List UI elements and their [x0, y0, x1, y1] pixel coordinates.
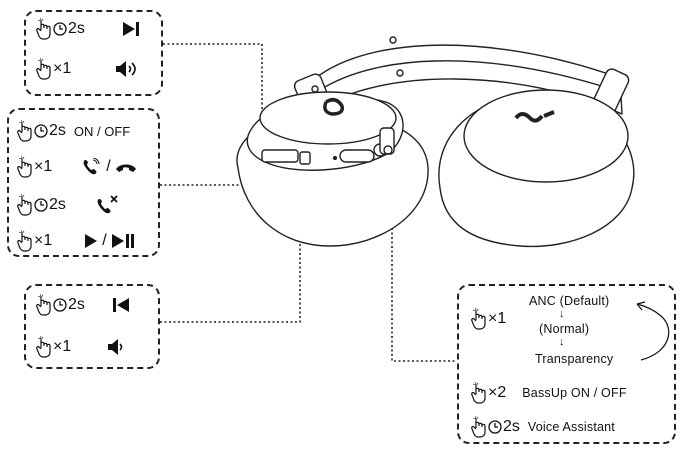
gesture-label: ×1	[53, 60, 72, 77]
normal-mode-label: (Normal)	[539, 322, 590, 336]
hand-press-icon	[17, 120, 32, 142]
play-icon	[85, 234, 98, 248]
next-track-icon	[122, 22, 139, 36]
gesture-hold: 2s	[36, 18, 85, 40]
control-row-bassup: ×2 BassUp ON / OFF	[471, 382, 627, 404]
hand-press-icon	[17, 230, 32, 252]
gesture-label: ×1	[53, 338, 72, 355]
reject-call-icon	[97, 195, 118, 214]
gesture-label: 2s	[68, 20, 85, 37]
gesture-press: ×1	[17, 230, 52, 252]
gesture-label: ×1	[34, 232, 53, 249]
previous-track-icon	[112, 298, 129, 312]
gesture-press: ×1	[17, 156, 52, 178]
arrow-down-icon: ↓	[559, 336, 565, 348]
hand-press-icon	[36, 58, 51, 80]
gesture-hold: 2s	[17, 120, 66, 142]
separator-slash: /	[106, 158, 111, 175]
cycle-arrow-icon	[636, 301, 670, 361]
controls-box-next-volume-up: 2s ×1	[24, 10, 163, 96]
gesture-label: ×2	[488, 384, 507, 401]
separator-slash: /	[102, 232, 107, 249]
hand-press-icon	[36, 18, 51, 40]
answer-call-icon	[83, 158, 100, 175]
clock-icon	[488, 420, 502, 434]
gesture-label: 2s	[503, 418, 520, 435]
control-row-volume-up: ×1	[36, 58, 139, 80]
gesture-hold: 2s	[17, 194, 66, 216]
control-row-call-answer-hangup: ×1 /	[17, 156, 137, 178]
gesture-label: ×1	[34, 158, 53, 175]
hand-press-icon	[471, 308, 486, 330]
gesture-press: ×1	[36, 58, 71, 80]
clock-icon	[34, 198, 48, 212]
control-row-previous-track: 2s	[36, 294, 131, 316]
hand-press-icon	[36, 294, 51, 316]
hand-press-icon	[471, 416, 486, 438]
arrow-down-icon: ↓	[559, 308, 565, 320]
gesture-hold: 2s	[471, 416, 520, 438]
clock-icon	[53, 298, 67, 312]
volume-up-icon	[116, 61, 137, 77]
control-row-next-track: 2s	[36, 18, 141, 40]
control-row-power: 2s ON / OFF	[17, 120, 130, 142]
gesture-hold: 2s	[36, 294, 85, 316]
volume-down-icon	[108, 339, 123, 355]
gesture-press: ×1	[471, 308, 506, 330]
headphones-illustration	[236, 36, 635, 248]
controls-box-previous-volume-down: 2s ×1	[24, 284, 160, 369]
gesture-label: 2s	[49, 196, 66, 213]
gesture-double-press: ×2	[471, 382, 506, 404]
hand-press-icon	[17, 194, 32, 216]
voice-assistant-label: Voice Assistant	[527, 420, 615, 434]
hand-press-icon	[17, 156, 32, 178]
gesture-label: ×1	[488, 310, 507, 327]
hand-press-icon	[471, 382, 486, 404]
control-row-volume-down: ×1	[36, 336, 125, 358]
anc-mode-label: ANC (Default)	[529, 294, 610, 308]
gesture-label: 2s	[68, 296, 85, 313]
gesture-label: 2s	[49, 122, 66, 139]
hand-press-icon	[36, 336, 51, 358]
clock-icon	[34, 124, 48, 138]
control-row-call-reject: 2s	[17, 194, 120, 216]
controls-box-power-call-play: 2s ON / OFF ×1 / 2s ×1 /	[7, 108, 160, 257]
gesture-press: ×1	[36, 336, 71, 358]
clock-icon	[53, 22, 67, 36]
transparency-mode-label: Transparency	[535, 352, 614, 366]
controls-box-anc-bassup-voice: ×1 ANC (Default) ↓ (Normal) ↓ Transparen…	[457, 284, 676, 444]
control-row-voice-assistant: 2s Voice Assistant	[471, 416, 615, 438]
hang-up-icon	[115, 164, 136, 172]
control-row-play-pause: ×1 /	[17, 230, 135, 252]
bassup-action-label: BassUp ON / OFF	[522, 386, 627, 400]
power-action-label: ON / OFF	[73, 123, 131, 139]
play-pause-icon	[111, 234, 134, 248]
